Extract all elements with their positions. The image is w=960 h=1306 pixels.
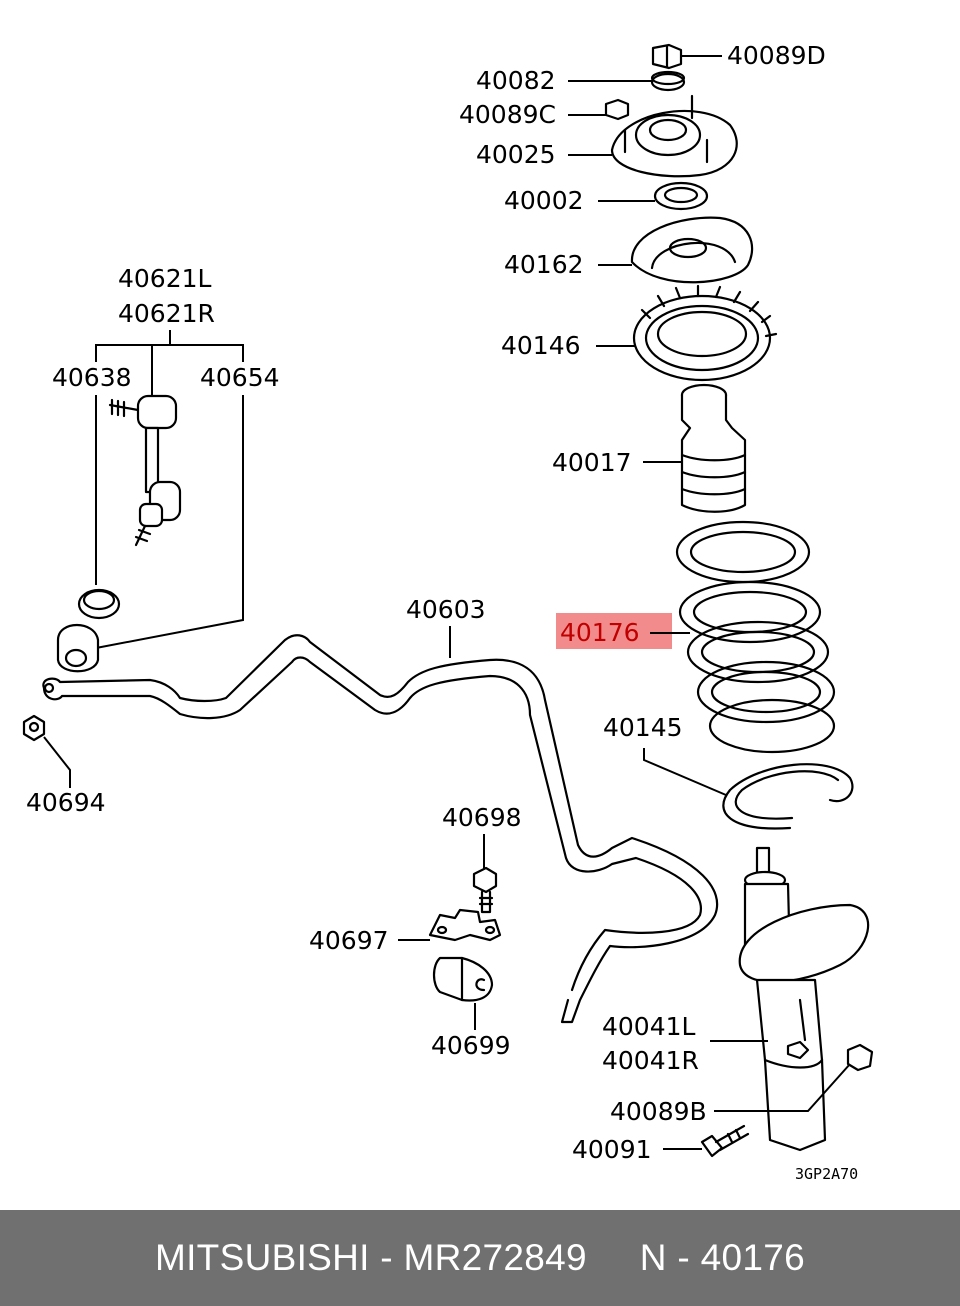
label-40082: 40082 [476, 66, 556, 95]
leader-40145 [643, 748, 727, 796]
leader-40621-bracket [95, 344, 244, 362]
part-number-footer: MITSUBISHI - MR272849 N - 40176 [0, 1210, 960, 1306]
strut-mount-40025-drawing [610, 94, 738, 178]
label-40698: 40698 [442, 803, 522, 832]
nut-40694-drawing [22, 714, 46, 742]
nut-40089d-drawing [651, 43, 683, 70]
footer-text: MITSUBISHI - MR272849 N - 40176 [154, 1237, 805, 1278]
bushing-40654-drawing [56, 624, 100, 673]
spring-pad-40146-drawing [632, 284, 778, 382]
spring-seat-40162-drawing [630, 216, 754, 284]
stabilizer-link-40621-drawing [108, 394, 182, 547]
coil-spring-40176-drawing [675, 520, 836, 754]
label-40025: 40025 [476, 140, 556, 169]
label-40041l: 40041L [602, 1012, 696, 1041]
leader-40089b [714, 1063, 851, 1112]
stabilizer-bar-40603-drawing [42, 634, 719, 1024]
bracket-40697-drawing [428, 908, 502, 942]
label-40694: 40694 [26, 788, 106, 817]
bushing-40638-drawing [77, 588, 121, 620]
nut-40089b-drawing [846, 1043, 874, 1072]
label-40089d: 40089D [727, 41, 826, 70]
label-40638: 40638 [52, 363, 132, 392]
washer-40082-drawing [650, 70, 686, 92]
highlight-40176 [556, 613, 672, 649]
exploded-parts-diagram: 40089D 40082 40089C 40025 40002 40162 [22, 41, 874, 1183]
drawing-code: 3GP2A70 [795, 1165, 858, 1183]
leader-40654 [95, 395, 244, 649]
label-40041r: 40041R [602, 1046, 699, 1075]
label-40603: 40603 [406, 595, 486, 624]
spring-pad-40145-drawing [722, 763, 854, 830]
dust-boot-40017-drawing [680, 383, 747, 513]
bolt-40698-drawing [472, 866, 498, 914]
label-40145: 40145 [603, 713, 683, 742]
label-40697: 40697 [309, 926, 389, 955]
bolt-40091-drawing [700, 1124, 750, 1158]
label-40002: 40002 [504, 186, 584, 215]
label-40089b: 40089B [610, 1097, 707, 1126]
label-40621l: 40621L [118, 264, 212, 293]
bearing-40002-drawing [653, 181, 709, 211]
label-40621r: 40621R [118, 299, 215, 328]
label-40089c: 40089C [459, 100, 556, 129]
strut-40041-drawing [738, 846, 870, 1152]
label-40017: 40017 [552, 448, 632, 477]
label-40699: 40699 [431, 1031, 511, 1060]
leader-40694 [43, 736, 71, 788]
label-40654: 40654 [200, 363, 280, 392]
bushing-40699-drawing [432, 956, 494, 1002]
nut-40089c-drawing [604, 98, 630, 121]
label-40091: 40091 [572, 1135, 652, 1164]
label-40162: 40162 [504, 250, 584, 279]
label-40146: 40146 [501, 331, 581, 360]
label-40176: 40176 [560, 618, 640, 647]
